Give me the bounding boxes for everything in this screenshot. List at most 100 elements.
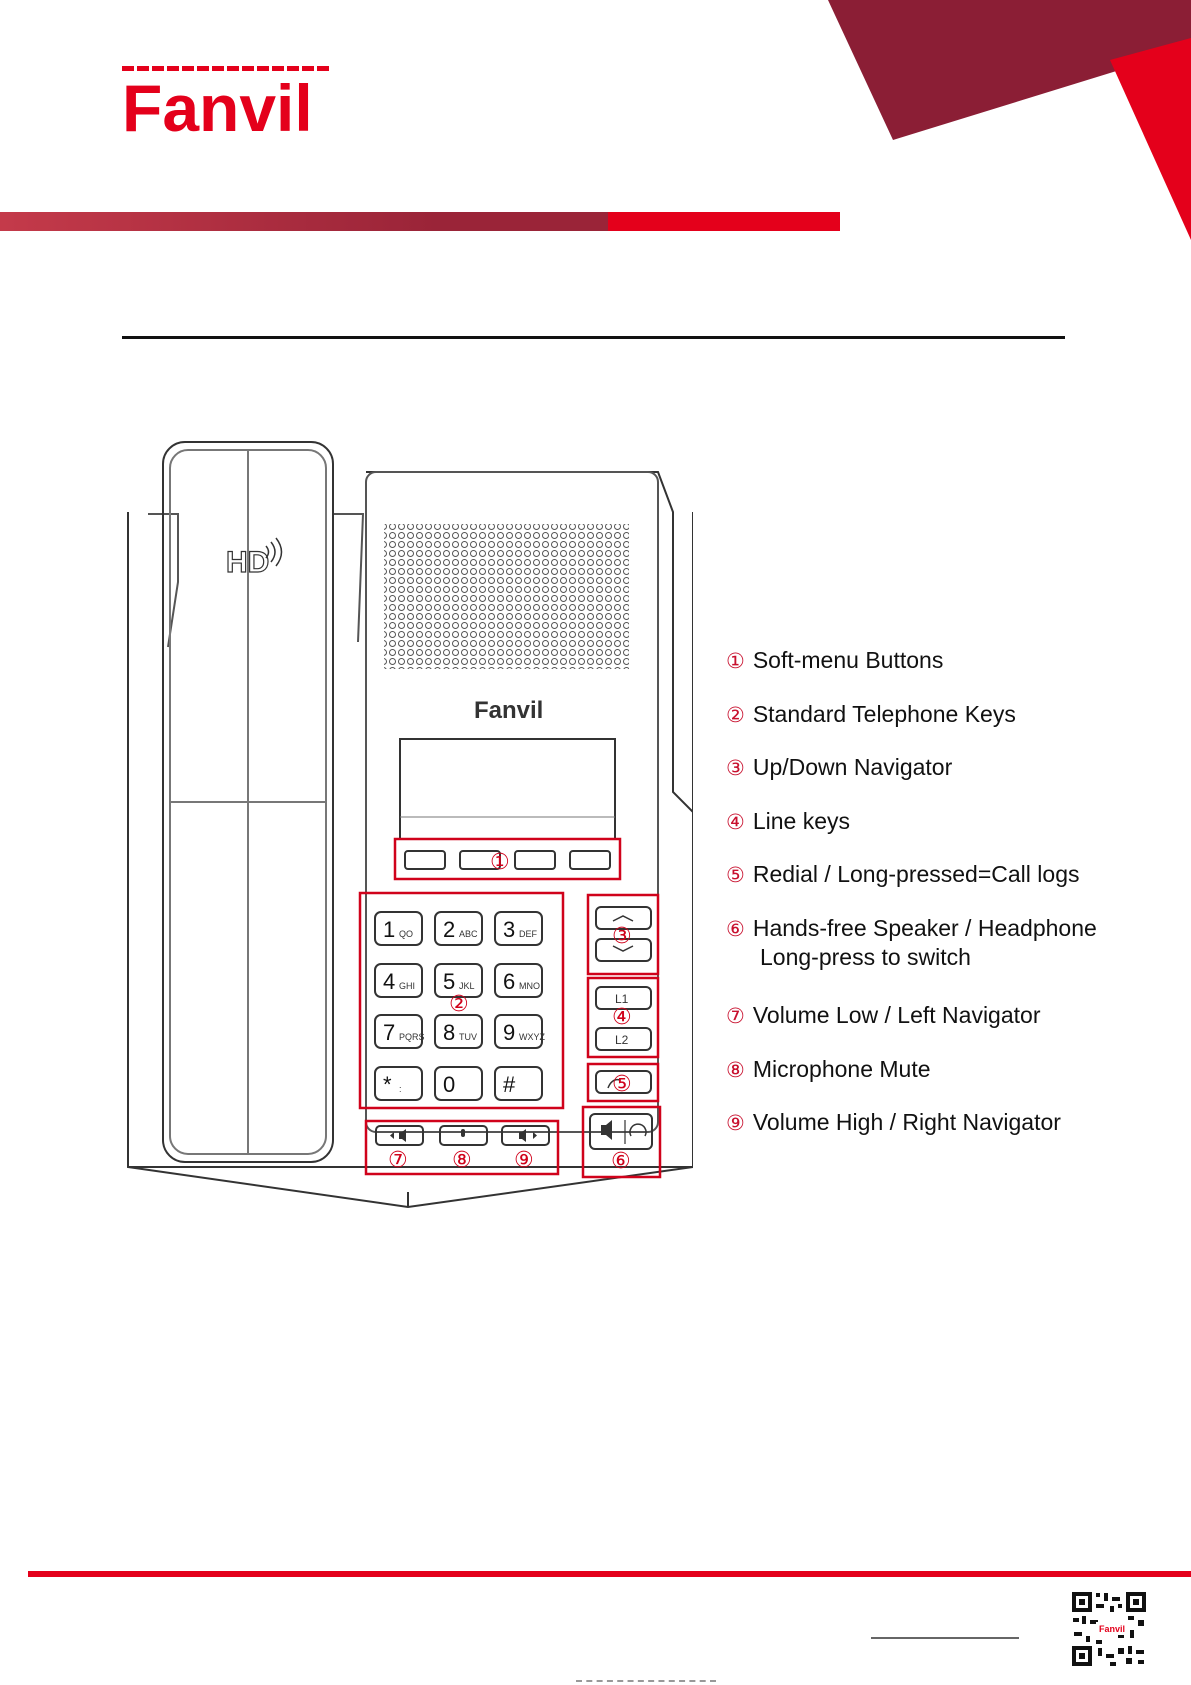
keypad-key-digit: 5 [443,969,455,994]
callout-8: ⑧ [452,1148,472,1173]
keypad-key-digit: # [503,1072,516,1097]
callout-2: ② [449,992,469,1017]
callout-box-5 [586,1062,660,1103]
keypad-key-digit: 0 [443,1072,455,1097]
keypad-key-4[interactable]: 4 GHI [374,963,423,998]
keypad-key-3[interactable]: 3 DEF [494,911,543,946]
keypad-key-2[interactable]: 2 ABC [434,911,483,946]
microphone-icon [461,1129,465,1137]
keypad-key-frame [374,911,423,946]
callout-7: ⑦ [388,1148,408,1173]
brand-logo: Fanvil [122,66,332,146]
soft-key-2 [459,850,501,870]
volume-low-key [375,1125,424,1146]
keypad-key-letters: ABC [459,929,478,939]
qr-logo: Fanvil [1099,1624,1125,1634]
callout-box-789 [364,1119,560,1176]
brand-logo-text: Fanvil [122,71,313,145]
callout-box-4 [586,976,660,1059]
keypad-key-frame [374,1014,423,1049]
keypad-key-digit: 1 [383,917,395,942]
footer-link-underline[interactable] [871,1637,1019,1639]
redial-key [595,1070,652,1094]
keypad-key-letters: GHI [399,981,415,991]
keypad-key-frame [434,911,483,946]
callout-6: ⑥ [611,1149,631,1174]
keypad-key-letters: PQRS [399,1032,425,1042]
keypad-key-digit: 2 [443,917,455,942]
keypad-key-letters: WXYZ [519,1032,546,1042]
keypad-key-10[interactable]: *: [374,1066,423,1101]
footer-line [28,1571,1191,1577]
keypad-key-letters: TUV [459,1032,477,1042]
keypad-key-digit: 6 [503,969,515,994]
line-key-2-label: L2 [615,1033,629,1047]
hd-waves-icon [265,537,283,567]
keypad-key-frame [494,963,543,998]
mute-key [439,1125,488,1146]
keypad-key-letters: MNO [519,981,540,991]
line-key-2 [595,1027,652,1051]
keypad-key-8[interactable]: 8 TUV [434,1014,483,1049]
left-arrow-icon [390,1132,394,1139]
speaker-icon [601,1120,612,1140]
callout-9: ⑨ [514,1148,534,1173]
speaker-grille [384,524,629,669]
keypad-key-frame [374,1066,423,1101]
volume-low-icon [402,1129,406,1142]
keypad-key-digit: 8 [443,1020,455,1045]
keypad-key-12[interactable]: # [494,1066,543,1101]
soft-key-1 [404,850,446,870]
keypad-key-7[interactable]: 7 PQRS [374,1014,425,1049]
legend-item-6-sub: Long-press to switch [760,944,971,970]
speaker-headset-key [589,1113,653,1150]
header-band [0,212,840,231]
keypad-key-11[interactable]: 0 [434,1066,483,1101]
keypad-key-frame [494,1066,543,1101]
keypad-key-digit: 3 [503,917,515,942]
keypad-key-letters: DEF [519,929,538,939]
keypad-key-frame [434,1014,483,1049]
lcd-screen [399,738,616,840]
keypad-key-digit: 9 [503,1020,515,1045]
nav-up-key [595,906,652,930]
line-key-1 [595,986,652,1010]
keypad-key-frame [434,963,483,998]
volume-high-key [501,1125,550,1146]
keypad-key-letters: JKL [459,981,475,991]
section-rule [122,336,1065,339]
keypad-key-frame [434,1066,483,1101]
soft-key-4 [569,850,611,870]
keypad-key-frame [494,911,543,946]
line-key-1-label: L1 [615,992,629,1006]
callout-box-6 [581,1105,662,1179]
callout-box-2 [358,891,565,1110]
keypad-key-digit: 7 [383,1020,395,1045]
keypad-key-frame [374,963,423,998]
corner-decoration [828,0,1191,240]
keypad-key-6[interactable]: 6 MNO [494,963,543,998]
keypad-key-5[interactable]: 5 JKL [434,963,483,998]
soft-key-3 [514,850,556,870]
keypad-key-9[interactable]: 9 WXYZ [494,1014,546,1049]
qr-code[interactable]: Fanvil [1070,1590,1148,1668]
callout-1: ① [490,850,510,875]
keypad-key-digit: * [383,1072,392,1097]
keypad-key-frame [494,1014,543,1049]
front-logo: Fanvil [474,697,543,724]
handset [162,441,334,1163]
callout-5: ⑤ [612,1072,632,1097]
redial-icon [607,1078,621,1089]
keypad-key-digit: 4 [383,969,395,994]
